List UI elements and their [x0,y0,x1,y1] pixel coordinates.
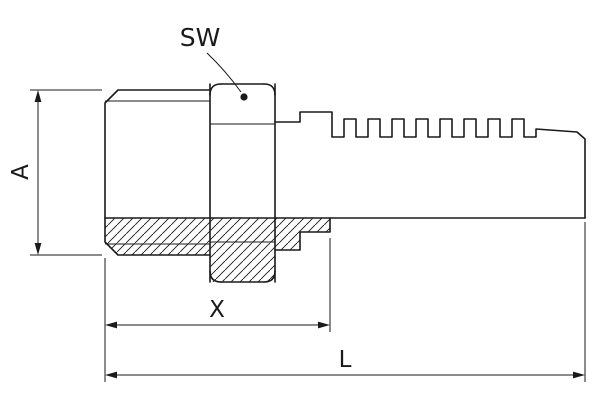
dimension-a: A [8,89,102,256]
dim-x-arrow-right [318,321,330,329]
section-cut [105,217,331,282]
dim-x-arrow-left [105,321,117,329]
sw-label: SW [180,23,221,52]
sw-leader-line [206,52,242,93]
dimension-l: L [105,222,586,382]
sw-reference-dot [240,93,248,101]
sw-callout: SW [180,23,248,101]
dim-a-label: A [8,164,34,180]
dim-l-arrow-left [105,371,117,379]
dim-l-label: L [339,347,352,373]
dim-x-label: X [209,297,225,323]
hose-tail [104,111,586,219]
dim-a-arrow-up [34,90,42,102]
dim-a-arrow-down [34,243,42,255]
dim-l-arrow-right [573,371,585,379]
section-hatch [105,218,330,282]
dimension-x: X [104,238,331,382]
